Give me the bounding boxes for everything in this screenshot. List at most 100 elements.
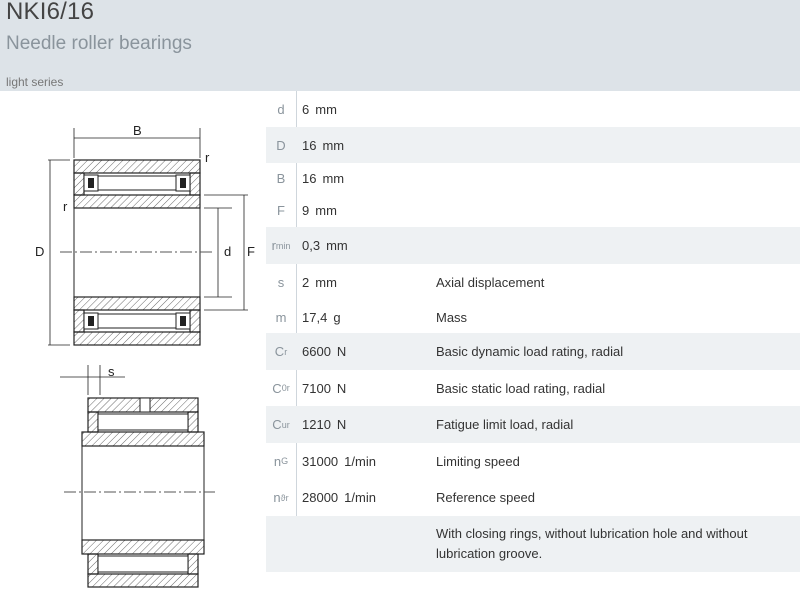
spec-description bbox=[436, 163, 800, 193]
header: NKI6/16 Needle roller bearings light ser… bbox=[0, 0, 800, 91]
spec-value bbox=[296, 516, 436, 572]
spec-symbol-subscript: 0r bbox=[281, 383, 290, 393]
spec-value-unit: g bbox=[333, 309, 341, 325]
spec-symbol-subscript: min bbox=[275, 240, 291, 251]
spec-description: Basic static load rating, radial bbox=[436, 380, 606, 396]
spec-symbol-subscript: ϑr bbox=[280, 492, 289, 503]
spec-value: 6600 N bbox=[296, 333, 436, 370]
spec-value-number: 28000 bbox=[302, 490, 339, 505]
spec-symbol-subscript: r bbox=[284, 346, 288, 357]
spec-value: 17,4 g bbox=[296, 301, 436, 333]
spec-value: 16 mm bbox=[296, 163, 436, 193]
spec-description bbox=[436, 227, 800, 264]
spec-value: 6 mm bbox=[296, 91, 436, 127]
spec-value-number: 31000 bbox=[302, 453, 339, 469]
spec-value-number: 16 bbox=[302, 170, 317, 186]
spec-value-unit: 1/min bbox=[344, 490, 376, 505]
label-s: s bbox=[108, 364, 115, 379]
spec-value: 7100 N bbox=[296, 370, 436, 406]
spec-value-unit: mm bbox=[322, 137, 345, 153]
spec-symbol: s bbox=[266, 264, 296, 301]
page-subtitle: Needle roller bearings bbox=[6, 33, 192, 54]
spec-row: F 9 mm bbox=[266, 193, 800, 227]
spec-symbol-text: m bbox=[275, 309, 287, 325]
spec-value-unit: mm bbox=[315, 275, 337, 290]
spec-symbol-text: F bbox=[277, 202, 285, 218]
spec-value-number: 17,4 bbox=[302, 309, 328, 325]
spec-value-number: 6 bbox=[302, 101, 310, 117]
spec-value-unit: mm bbox=[326, 238, 348, 253]
spec-value-number: 6600 bbox=[302, 344, 331, 359]
spec-symbol bbox=[266, 516, 296, 572]
spec-description: Axial displacement bbox=[436, 275, 545, 290]
spec-symbol-text: C bbox=[272, 380, 282, 396]
bearing-drawing: B r r D d F s bbox=[0, 91, 265, 592]
spec-row: With closing rings, without lubrication … bbox=[266, 516, 800, 572]
spec-description: Limiting speed bbox=[436, 453, 520, 469]
page-title: NKI6/16 bbox=[6, 0, 95, 25]
spec-description: Mass bbox=[436, 309, 468, 325]
bearing-section-bottom: s bbox=[60, 364, 215, 588]
spec-row: m 17,4 g Mass bbox=[266, 301, 800, 333]
spec-value-number: 1210 bbox=[302, 417, 331, 432]
label-r-left: r bbox=[63, 199, 68, 214]
spec-value-unit: mm bbox=[315, 101, 337, 117]
label-D: D bbox=[35, 244, 44, 259]
spec-value-unit: mm bbox=[322, 170, 345, 186]
spec-value: 28000 1/min bbox=[296, 479, 436, 516]
label-F: F bbox=[247, 244, 255, 259]
spec-symbol: D bbox=[266, 127, 296, 163]
spec-symbol: d bbox=[266, 91, 296, 127]
spec-symbol-text: n bbox=[273, 453, 282, 469]
spec-symbol-text: C bbox=[274, 344, 285, 359]
spec-symbol-text: B bbox=[276, 170, 286, 186]
spec-value-unit: N bbox=[336, 380, 347, 396]
spec-symbol: B bbox=[266, 163, 296, 193]
spec-value-unit: mm bbox=[315, 202, 337, 218]
label-d: d bbox=[224, 244, 231, 259]
spec-value-number: 9 bbox=[302, 202, 310, 218]
spec-symbol-subscript: ur bbox=[281, 419, 290, 430]
spec-symbol-text: n bbox=[273, 490, 281, 505]
spec-value-number: 7100 bbox=[302, 380, 331, 396]
spec-row: s 2 mm Axial displacement bbox=[266, 264, 800, 301]
spec-description: Reference speed bbox=[436, 490, 536, 505]
spec-symbol: F bbox=[266, 193, 296, 227]
spec-value: 2 mm bbox=[296, 264, 436, 301]
spec-description bbox=[436, 91, 800, 127]
bearing-drawing-svg: B r r D d F s bbox=[35, 123, 255, 588]
spec-description: Basic dynamic load rating, radial bbox=[436, 344, 624, 359]
spec-value-number: 2 bbox=[302, 275, 310, 290]
spec-value: 1210 N bbox=[296, 406, 436, 443]
spec-symbol-text: d bbox=[277, 101, 285, 117]
spec-symbol-text: s bbox=[277, 275, 285, 290]
spec-description bbox=[436, 127, 800, 163]
spec-description: With closing rings, without lubrication … bbox=[436, 526, 748, 561]
spec-value-unit: N bbox=[336, 417, 347, 432]
spec-description: Fatigue limit load, radial bbox=[436, 417, 574, 432]
spec-row: d 6 mm bbox=[266, 91, 800, 127]
spec-value: 9 mm bbox=[296, 193, 436, 227]
series-label: light series bbox=[6, 75, 64, 89]
spec-value-unit: N bbox=[336, 344, 347, 359]
bearing-section-top: B r r D d F bbox=[35, 123, 255, 346]
spec-symbol-text: C bbox=[272, 417, 282, 432]
spec-symbol-subscript: G bbox=[281, 456, 289, 466]
spec-symbol: m bbox=[266, 301, 296, 333]
